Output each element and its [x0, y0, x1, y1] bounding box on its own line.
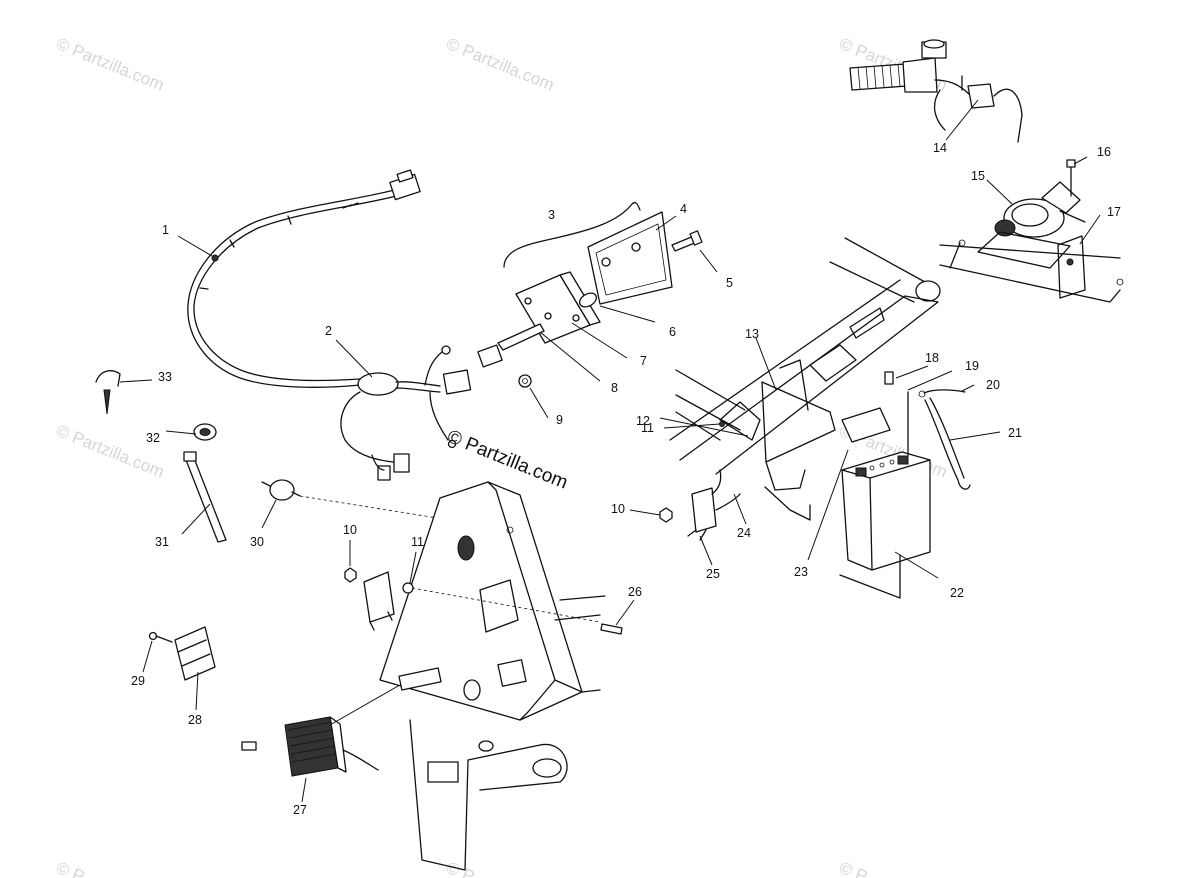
mounting-plate — [379, 481, 606, 871]
callout-23: 23 — [794, 565, 808, 579]
callout-19: 19 — [965, 359, 979, 373]
callout-26: 26 — [628, 585, 642, 599]
relay-assembly — [659, 469, 741, 541]
callout-3: 3 — [548, 208, 555, 222]
callout-29: 29 — [131, 674, 145, 688]
callout-22: 22 — [950, 586, 964, 600]
callout-31: 31 — [155, 535, 169, 549]
callout-2: 2 — [325, 324, 332, 338]
callout-8: 8 — [611, 381, 618, 395]
callout-18: 18 — [925, 351, 939, 365]
callout-17: 17 — [1107, 205, 1121, 219]
tail-light-assembly — [477, 201, 703, 388]
regulator-27 — [241, 677, 413, 777]
callout-10: 10 — [343, 523, 357, 537]
watermark: © Partzilla.com — [54, 34, 167, 95]
center-watermark: © Partzilla.com — [444, 426, 571, 493]
clip-28 — [148, 626, 216, 681]
callout-11: 11 — [411, 535, 424, 549]
handlebar-switch — [849, 39, 1023, 143]
callout-30: 30 — [250, 535, 264, 549]
callout-9: 9 — [556, 413, 563, 427]
callout-1: 1 — [162, 223, 169, 237]
wiring-harness — [187, 169, 472, 481]
callout-11: 11 — [641, 421, 654, 435]
callout-27: 27 — [293, 803, 307, 817]
callout-labels: 1 2 3 4 5 6 7 8 9 10 10 11 11 12 13 14 1… — [131, 141, 1121, 817]
callout-24: 24 — [737, 526, 751, 540]
callout-20: 20 — [986, 378, 1000, 392]
watermark: © P — [54, 858, 88, 878]
callout-32: 32 — [146, 431, 160, 445]
callout-14: 14 — [933, 141, 947, 155]
frame-right — [669, 231, 1124, 521]
watermark: © Partzilla.com — [444, 34, 557, 95]
callout-6: 6 — [669, 325, 676, 339]
callout-15: 15 — [971, 169, 985, 183]
callout-16: 16 — [1097, 145, 1111, 159]
ignition-coil — [344, 567, 623, 635]
callout-7: 7 — [640, 354, 647, 368]
horn-assembly — [994, 159, 1086, 299]
battery-assembly — [839, 371, 971, 599]
callout-12: 12 — [636, 414, 650, 428]
callout-28: 28 — [188, 713, 202, 727]
watermark: © P — [444, 858, 478, 878]
callout-10: 10 — [611, 502, 625, 516]
callout-5: 5 — [726, 276, 733, 290]
watermark: © P — [837, 858, 871, 878]
callout-13: 13 — [745, 327, 759, 341]
callout-25: 25 — [706, 567, 720, 581]
callout-4: 4 — [680, 202, 687, 216]
callout-33: 33 — [158, 370, 172, 384]
callout-21: 21 — [1008, 426, 1022, 440]
